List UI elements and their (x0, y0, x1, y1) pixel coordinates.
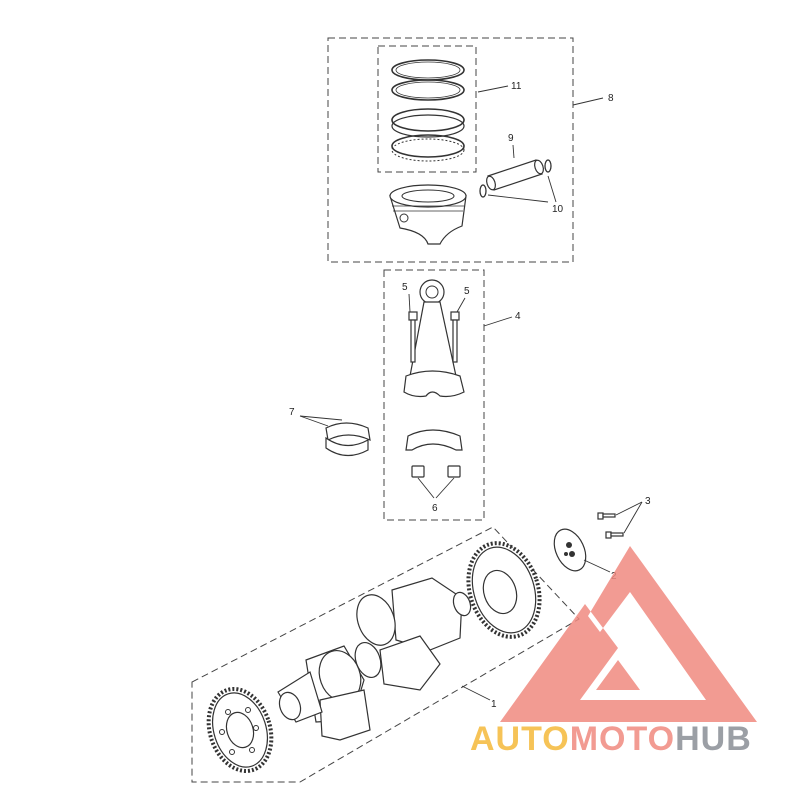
piston-rings[interactable] (391, 59, 465, 162)
rod-nuts[interactable] (411, 465, 461, 478)
connecting-rod-group (383, 269, 513, 521)
circlips[interactable] (479, 159, 552, 198)
rod-bolts[interactable] (408, 311, 460, 363)
connecting-rod[interactable] (403, 279, 465, 398)
watermark-logo-icon (500, 546, 757, 722)
watermark: AUTOMOTOHUB (470, 546, 757, 758)
connecting-rod-outline (383, 269, 485, 521)
callout-11: 11 (511, 81, 522, 92)
callout-5-right: 5 (464, 286, 470, 297)
piston-assembly-group (327, 37, 604, 263)
watermark-word-auto: AUTO (470, 720, 570, 758)
watermark-word-hub: HUB (675, 720, 752, 758)
gudgeon-pin[interactable] (485, 159, 545, 191)
big-end-bearing-shells[interactable] (299, 415, 371, 457)
piston-assembly-outline (327, 37, 574, 263)
crankshaft-group (191, 526, 580, 783)
piston[interactable] (389, 184, 467, 245)
callout-10: 10 (552, 204, 564, 215)
piston-rings-outline (377, 45, 477, 173)
watermark-text: AUTOMOTOHUB (470, 720, 752, 758)
rod-cap[interactable] (405, 429, 463, 451)
callout-3: 3 (645, 496, 651, 507)
timing-plate-bolts[interactable] (597, 501, 643, 539)
callout-4: 4 (515, 311, 521, 322)
callout-9: 9 (508, 133, 514, 144)
watermark-word-moto: MOTO (570, 720, 675, 758)
callout-5-left: 5 (402, 282, 408, 293)
crankshaft-gear-small[interactable] (198, 681, 281, 779)
crankshaft[interactable] (276, 577, 474, 741)
callout-1: 1 (491, 699, 497, 710)
timing-plate[interactable] (548, 524, 611, 576)
callout-6: 6 (432, 503, 438, 514)
callout-8: 8 (608, 93, 614, 104)
crankshaft-gear-large[interactable] (457, 534, 551, 646)
callout-7: 7 (289, 407, 295, 418)
